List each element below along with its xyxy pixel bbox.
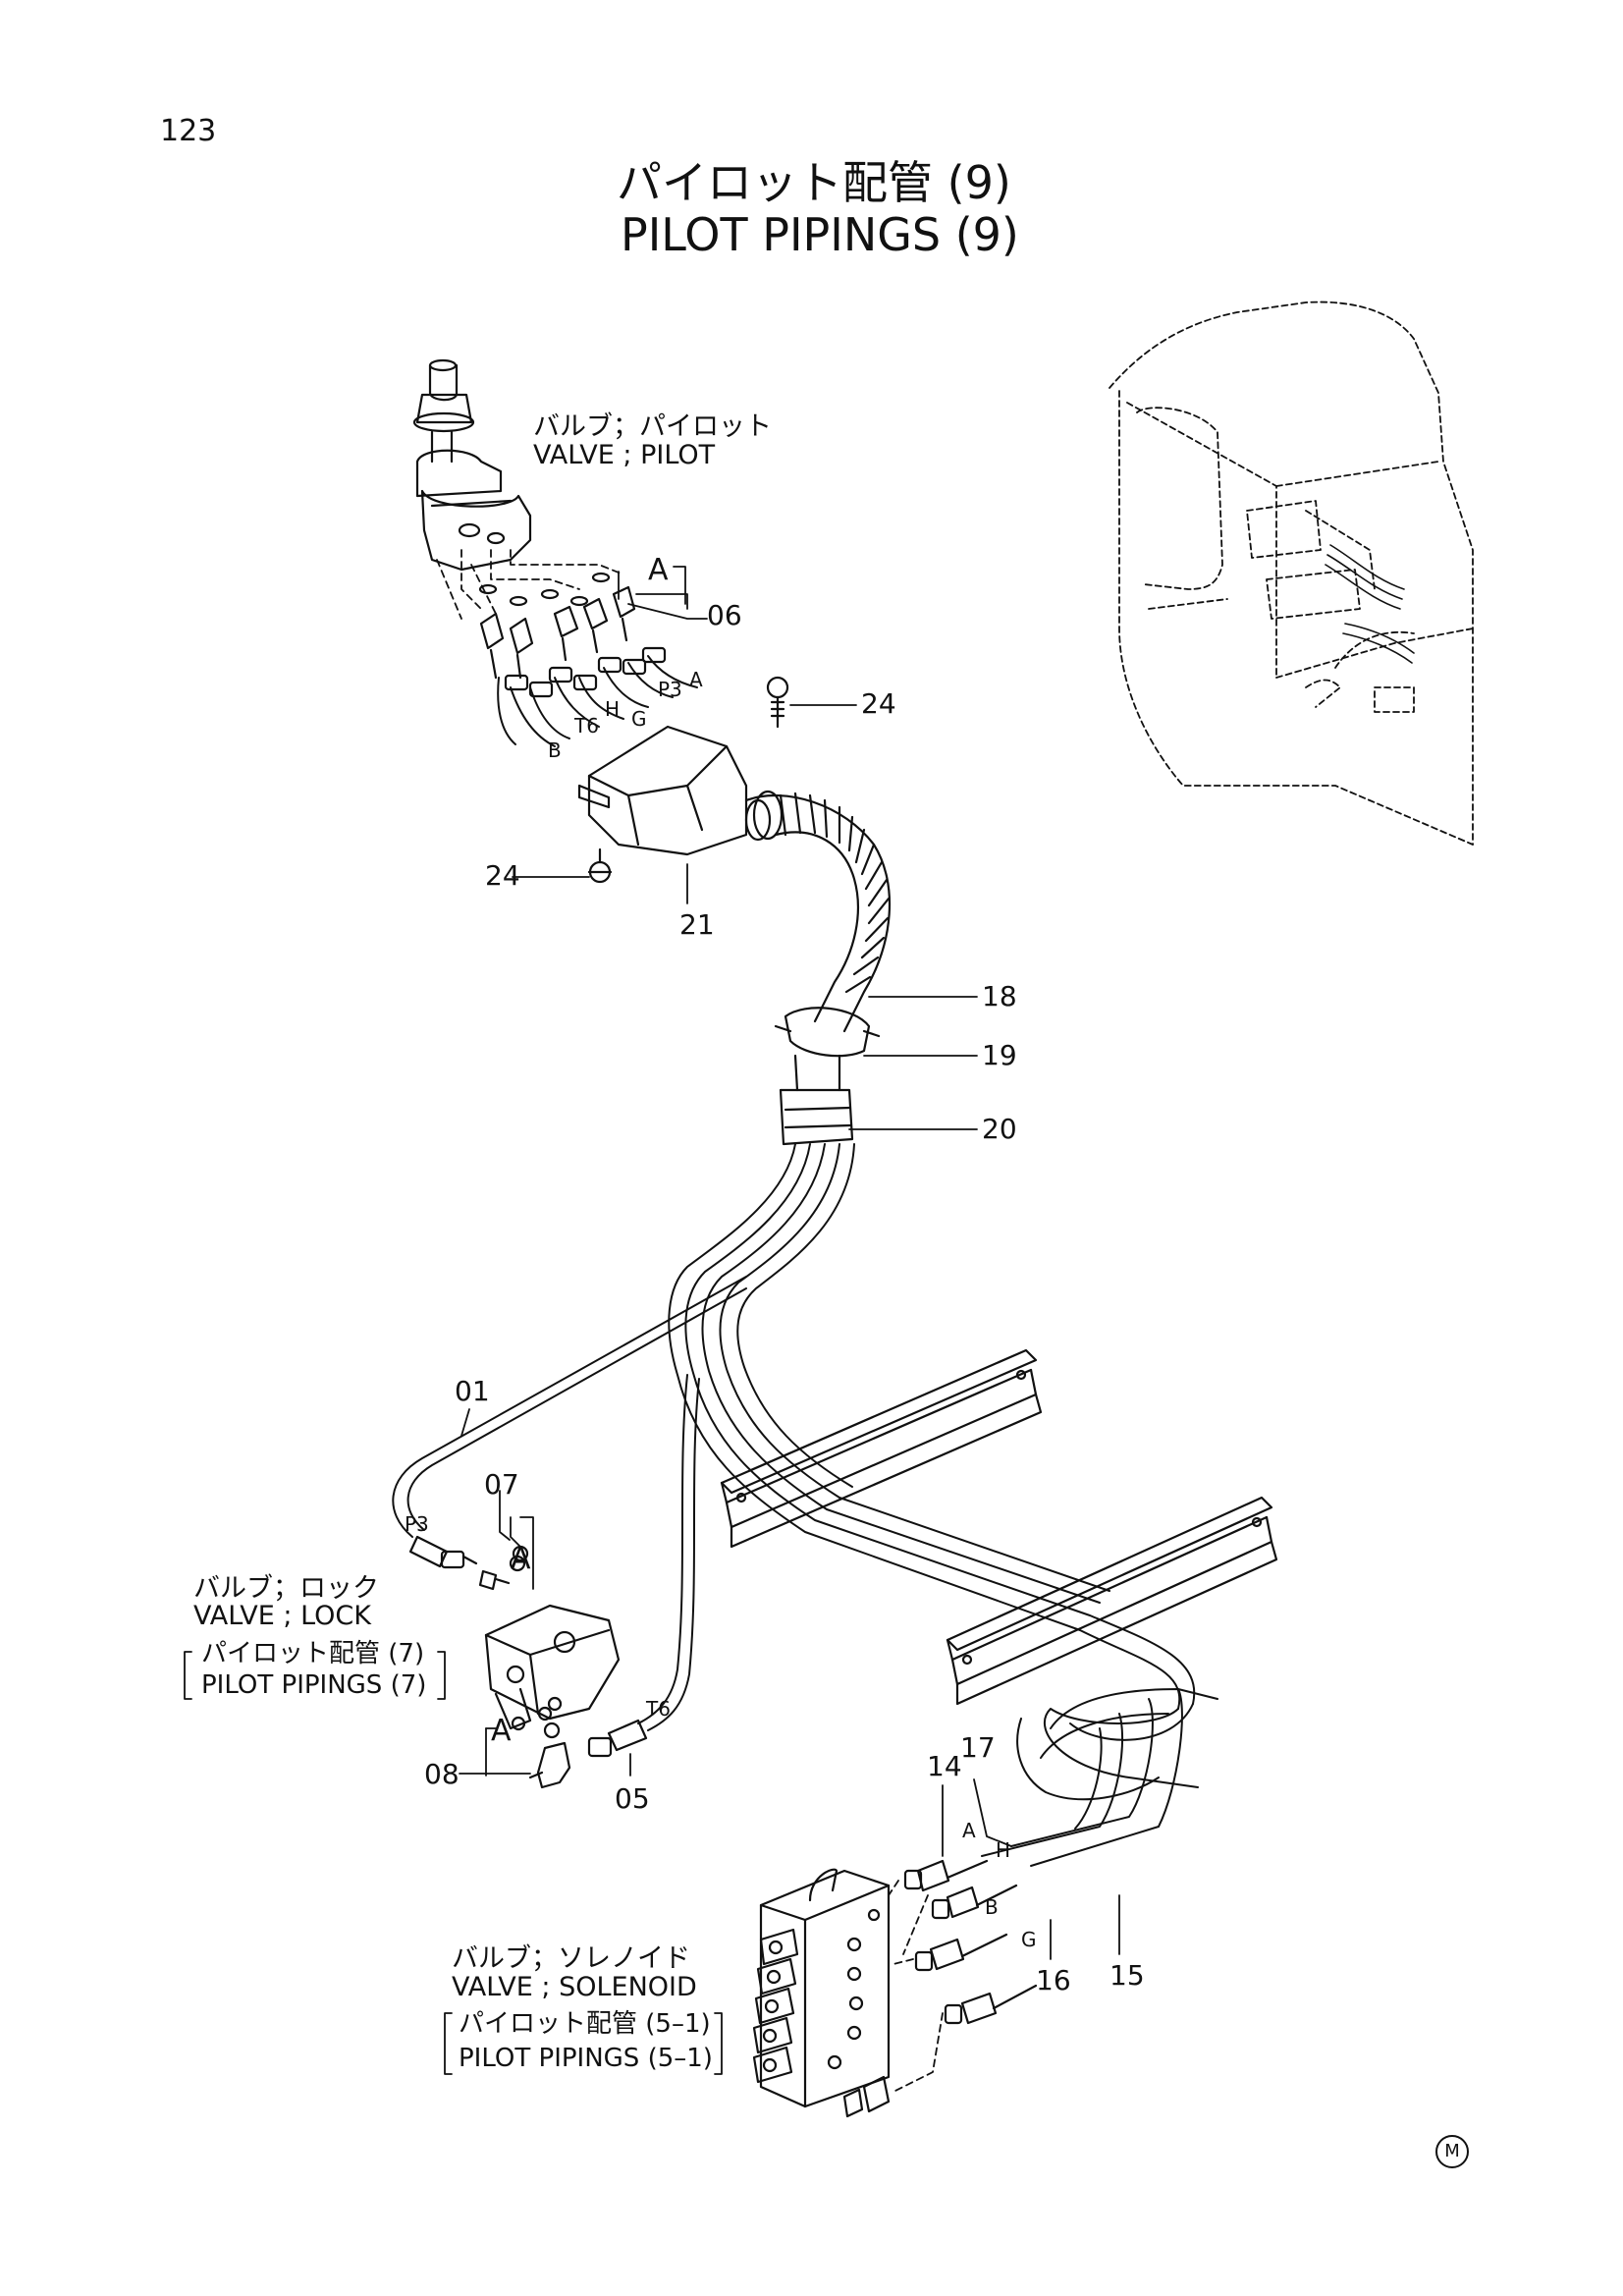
solenoid-fittings	[903, 1859, 1038, 2025]
hose-01	[392, 1276, 747, 1538]
port-label-t6-lock: T6	[646, 1697, 671, 1721]
page-number: 123	[160, 114, 217, 148]
solenoid-valve-body	[759, 1868, 891, 2108]
lock-valve-label-en: VALVE ; LOCK	[193, 1601, 371, 1631]
callout-24-upper: 24	[861, 687, 896, 720]
lock-valve-ref-jp: パイロット配管 (7)	[201, 1639, 425, 1668]
solenoid-hose-loop	[981, 1688, 1218, 1867]
detail-a-marker-top: A	[648, 553, 669, 587]
corrugated-tube	[744, 790, 892, 1033]
callout-07: 07	[484, 1468, 519, 1501]
cab-outline	[1109, 301, 1474, 846]
port-label-a: A	[689, 668, 703, 691]
port-label-p3: P3	[658, 678, 682, 701]
frame-rail-upper	[720, 1348, 1043, 1549]
port-label-p3-lock: P3	[405, 1512, 429, 1536]
lock-valve-ref-en: PILOT PIPINGS (7)	[201, 1670, 427, 1700]
page-title-japanese: パイロット配管 (9)	[617, 156, 1011, 209]
callout-14: 14	[927, 1750, 962, 1782]
solenoid-valve-label-jp: バルブ；ソレノイド	[452, 1943, 690, 1974]
callout-16: 16	[1036, 1964, 1071, 1996]
callout-21: 21	[679, 908, 715, 941]
pilot-valve-label-en: VALVE ; PILOT	[533, 440, 716, 470]
port-label-b: B	[548, 738, 562, 762]
callout-05: 05	[615, 1782, 650, 1815]
detail-a-leaders	[485, 566, 686, 1777]
port-label-h-solenoid: H	[996, 1838, 1011, 1862]
port-label-a-solenoid: A	[962, 1819, 976, 1842]
callout-17: 17	[960, 1731, 996, 1764]
port-label-b-solenoid: B	[985, 1895, 999, 1919]
solenoid-valve-label-en: VALVE ; SOLENOID	[452, 1972, 697, 2002]
elbow-08	[528, 1741, 571, 1789]
port-label-g-solenoid: G	[1021, 1928, 1037, 1951]
callout-20: 20	[982, 1113, 1017, 1145]
hose-05	[637, 1374, 700, 1731]
pilot-valve-dashed-links	[436, 549, 624, 620]
callout-08: 08	[424, 1758, 460, 1790]
callout-19: 19	[982, 1039, 1017, 1071]
pilot-valve-body	[412, 358, 532, 572]
lock-valve-bracket	[184, 1651, 446, 1700]
solenoid-coils	[752, 1928, 799, 2084]
detail-a-marker-lock: A	[511, 1542, 531, 1576]
page-title-english: PILOT PIPINGS (9)	[621, 208, 1019, 261]
solenoid-dashed-links	[888, 1880, 944, 2093]
solenoid-valve-ref-jp: パイロット配管 (5–1)	[459, 2009, 711, 2039]
solenoid-valve-ref-en: PILOT PIPINGS (5–1)	[459, 2044, 713, 2073]
cab-hose-bundle	[1325, 544, 1415, 664]
clamp-20	[779, 1054, 854, 1146]
frame-rail-lower	[946, 1496, 1278, 1706]
bolt-24-upper	[766, 676, 789, 729]
port-label-g: G	[631, 707, 647, 731]
solenoid-ports	[827, 1908, 891, 2118]
port-label-t6: T6	[574, 714, 599, 738]
pilot-hose-nuts	[504, 646, 667, 698]
clamp-19	[774, 1007, 881, 1058]
pilot-hoses	[497, 655, 698, 747]
callout-15: 15	[1109, 1959, 1145, 1992]
hose-bracket	[577, 725, 748, 856]
lock-valve-label-jp: バルブ；ロック	[193, 1573, 379, 1604]
callout-18: 18	[982, 980, 1017, 1012]
callout-24-lower: 24	[485, 859, 520, 892]
callout-01: 01	[455, 1375, 490, 1407]
main-hose-bundle	[668, 1143, 1199, 1788]
lock-valve-body	[484, 1604, 621, 1731]
callout-06: 06	[707, 599, 742, 631]
adapter-07	[478, 1555, 526, 1591]
manual-mark: M	[1435, 2135, 1469, 2168]
solenoid-valve-bracket	[444, 2012, 723, 2075]
detail-a-marker-elbow: A	[491, 1714, 512, 1748]
bolt-24-lower	[587, 847, 613, 884]
port-label-h: H	[605, 697, 621, 721]
hose-05-fitting	[587, 1719, 648, 1758]
leader-lines	[459, 593, 1120, 1960]
pilot-valve-label-jp: バルブ；パイロット	[533, 411, 772, 442]
hose-01-fitting	[408, 1535, 478, 1569]
pilot-valve-fittings	[478, 572, 636, 680]
